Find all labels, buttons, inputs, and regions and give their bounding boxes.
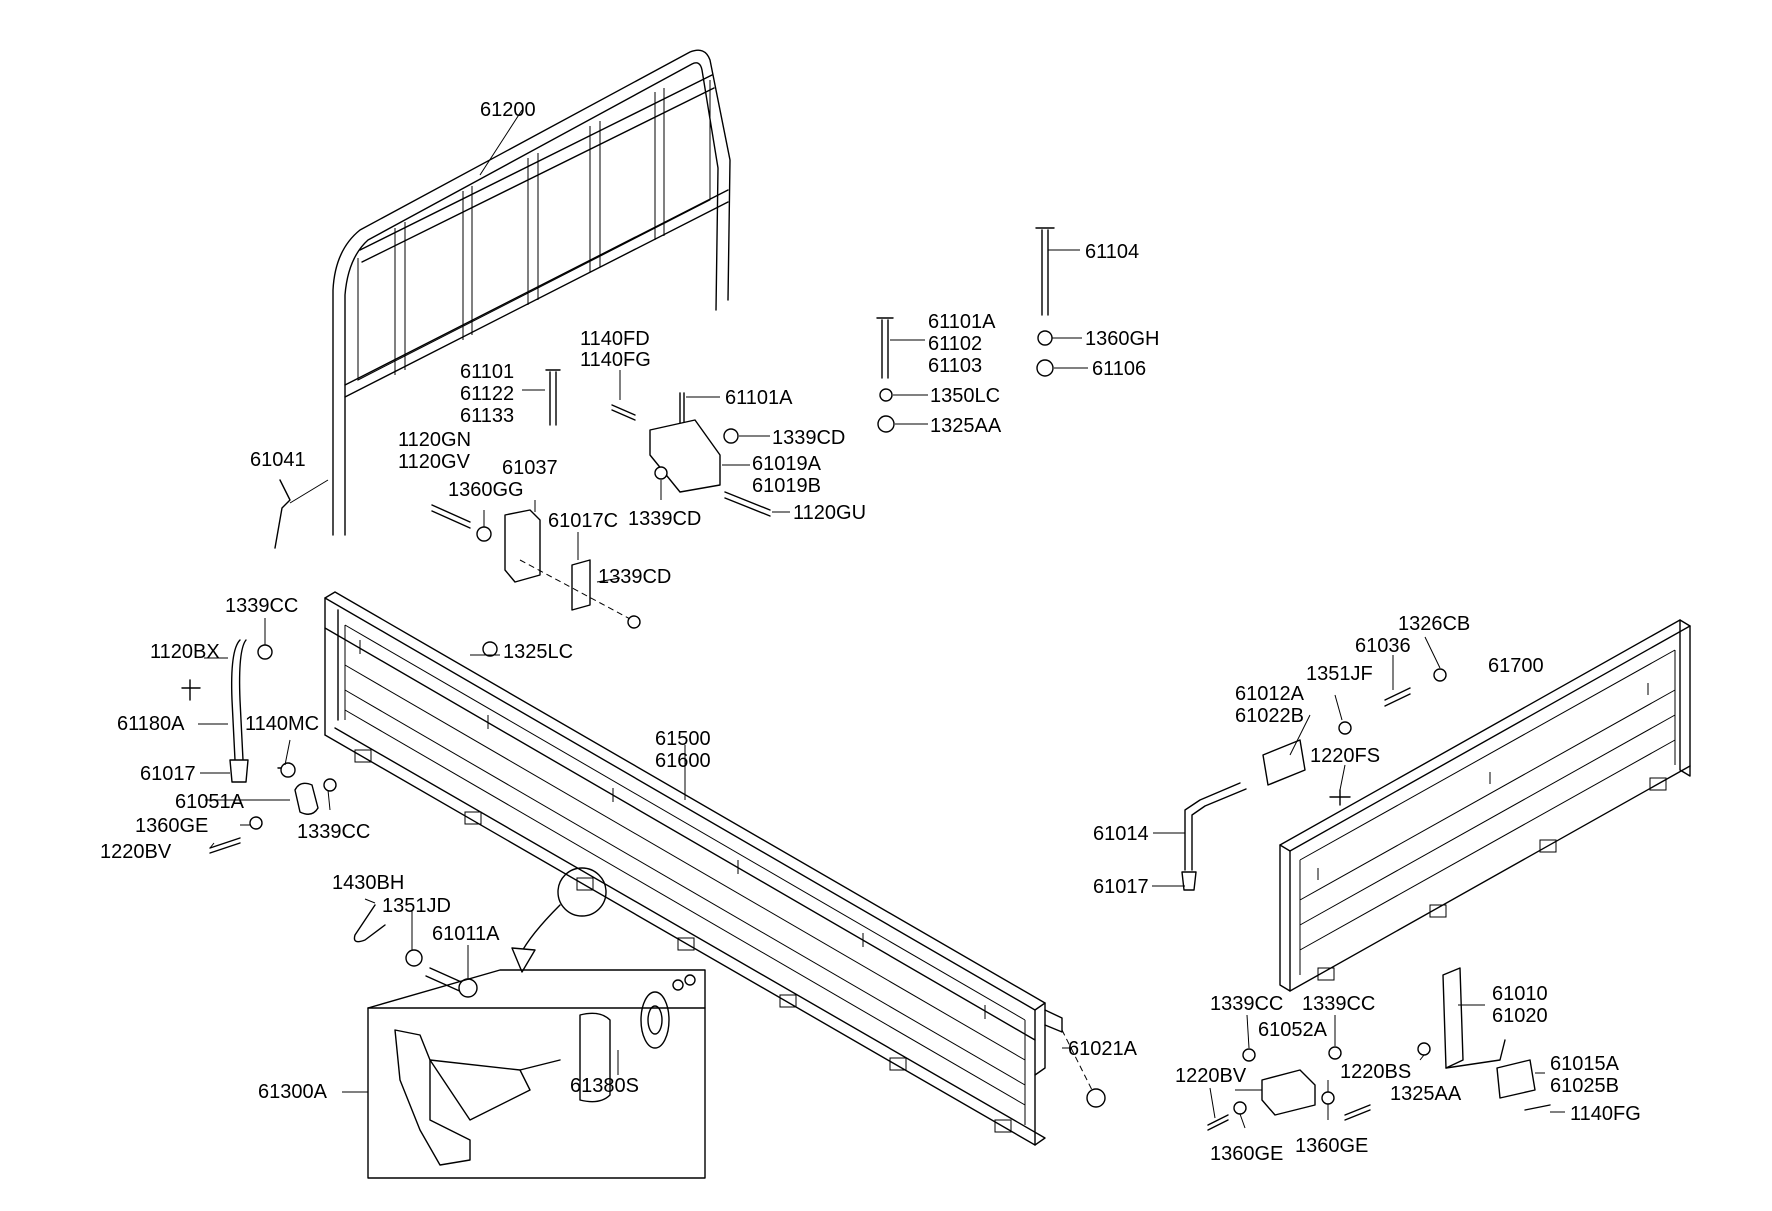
label-61200: 61200 [480, 99, 536, 121]
label-1360ge-left: 1360GE [135, 815, 208, 837]
label-1325aa-bot: 1325AA [1390, 1083, 1462, 1105]
label-61052a: 61052A [1258, 1019, 1328, 1041]
label-61015a: 61015A [1550, 1053, 1620, 1075]
label-1220fs: 1220FS [1310, 745, 1380, 767]
label-61051a: 61051A [175, 791, 245, 813]
label-61021a: 61021A [1068, 1038, 1138, 1060]
label-61133: 61133 [460, 405, 514, 427]
leader-lines [198, 109, 1565, 1129]
label-1326cb: 1326CB [1398, 613, 1470, 635]
label-61017-left: 61017 [140, 763, 196, 785]
label-1120gn: 1120GN [398, 429, 471, 451]
label-1339cd-b: 1339CD [628, 508, 701, 530]
label-1140fd: 1140FD [580, 328, 650, 350]
label-61022b: 61022B [1235, 705, 1304, 727]
label-1351jf: 1351JF [1306, 663, 1373, 685]
label-61103: 61103 [928, 355, 982, 377]
label-61380s: 61380S [570, 1075, 639, 1097]
label-61106: 61106 [1092, 358, 1146, 380]
label-61700: 61700 [1488, 655, 1544, 677]
label-61037: 61037 [502, 457, 558, 479]
label-61041: 61041 [250, 449, 306, 471]
label-1350lc: 1350LC [930, 385, 1000, 407]
label-1220bv-left: 1220BV [100, 841, 172, 863]
label-1339cc-c: 1339CC [1210, 993, 1283, 1015]
label-61180a: 61180A [117, 713, 185, 735]
side-gate-panel [324, 591, 1106, 1146]
label-1220bs: 1220BS [1340, 1061, 1411, 1083]
label-1339cc-d: 1339CC [1302, 993, 1375, 1015]
label-61300a: 61300A [258, 1081, 328, 1103]
label-61101a-mid: 61101A [725, 387, 793, 409]
label-61600: 61600 [655, 750, 711, 772]
label-1339cc-b: 1339CC [297, 821, 370, 843]
label-1339cc-a: 1339CC [225, 595, 298, 617]
label-61101a-top: 61101A [928, 311, 996, 333]
label-61019b: 61019B [752, 475, 821, 497]
label-61020: 61020 [1492, 1005, 1548, 1027]
label-1351jd: 1351JD [382, 895, 451, 917]
label-61019a: 61019A [752, 453, 822, 475]
label-61017c: 61017C [548, 510, 618, 532]
label-1140mc: 1140MC [245, 713, 319, 735]
headboard-frame [332, 49, 731, 536]
label-61104: 61104 [1085, 241, 1139, 263]
label-61010: 61010 [1492, 983, 1548, 1005]
part-labels: 61200 61104 61101A 61102 61103 1360GH 61… [100, 99, 1641, 1165]
label-1325lc: 1325LC [503, 641, 573, 663]
label-1339cd-c: 1339CD [598, 566, 671, 588]
label-61017-right: 61017 [1093, 876, 1149, 898]
label-61012a: 61012A [1235, 683, 1305, 705]
label-1339cd-a: 1339CD [772, 427, 845, 449]
rear-gate-panel [1279, 619, 1691, 992]
label-61011a: 61011A [432, 923, 500, 945]
label-1360gh: 1360GH [1085, 328, 1160, 350]
label-1360gg: 1360GG [448, 479, 524, 501]
label-1430bh: 1430BH [332, 872, 404, 894]
label-1140fg-bot: 1140FG [1570, 1103, 1641, 1125]
label-1220bv-right: 1220BV [1175, 1065, 1247, 1087]
hardware-parts [181, 227, 1551, 1179]
label-61102: 61102 [928, 333, 982, 355]
label-1325aa-top: 1325AA [930, 415, 1002, 437]
label-1120bx: 1120BX [150, 641, 220, 663]
label-1120gv: 1120GV [398, 451, 471, 473]
label-61500: 61500 [655, 728, 711, 750]
label-61036: 61036 [1355, 635, 1411, 657]
label-61014: 61014 [1093, 823, 1149, 845]
label-61122: 61122 [460, 383, 514, 405]
label-1120gu: 1120GU [793, 502, 866, 524]
label-1360ge-r2: 1360GE [1295, 1135, 1368, 1157]
label-1140fg-top: 1140FG [580, 349, 651, 371]
label-61101: 61101 [460, 361, 514, 383]
label-61025b: 61025B [1550, 1075, 1619, 1097]
label-1360ge-r1: 1360GE [1210, 1143, 1283, 1165]
